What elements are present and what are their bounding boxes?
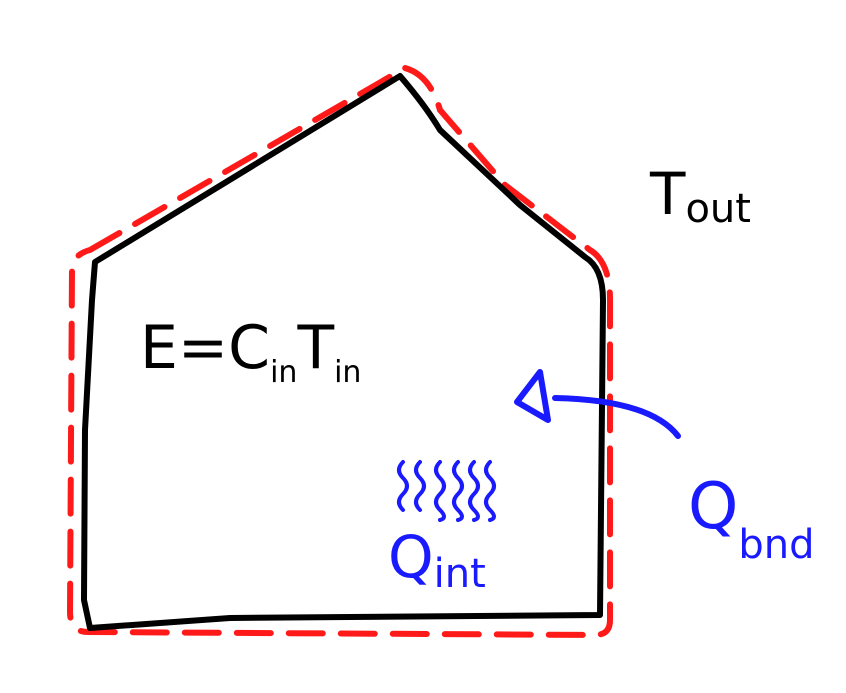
heat-wave-4 [452,460,464,522]
heat-wave-3 [434,460,446,522]
q-int-sub: int [433,551,486,597]
energy-sub-1: in [270,355,298,390]
energy-main: E=C [140,313,271,383]
house-outline [81,73,606,631]
q-bnd-sub: bnd [738,522,815,568]
energy-mid: T [297,313,335,383]
q-int-main: Q [388,523,434,591]
arrow-shaft [552,395,681,439]
q-bnd-label: Qbnd [688,475,815,565]
q-bnd-main: Q [688,470,739,544]
q-int-label: Qint [388,528,486,594]
arrow-head [514,369,551,423]
energy-equation-label: E=CinTin [140,318,361,388]
heat-wave-2 [414,460,426,512]
t-out-main: T [650,160,686,228]
energy-sub-2: in [334,355,362,390]
control-volume-boundary [66,64,613,639]
heat-wave-5 [468,460,480,522]
arrow-left-icon [514,369,681,439]
t-out-label: Tout [650,165,751,229]
heat-wave-6 [484,460,496,522]
t-out-sub: out [685,186,751,232]
heat-waves-icon [397,460,496,522]
heat-wave-1 [397,460,409,512]
